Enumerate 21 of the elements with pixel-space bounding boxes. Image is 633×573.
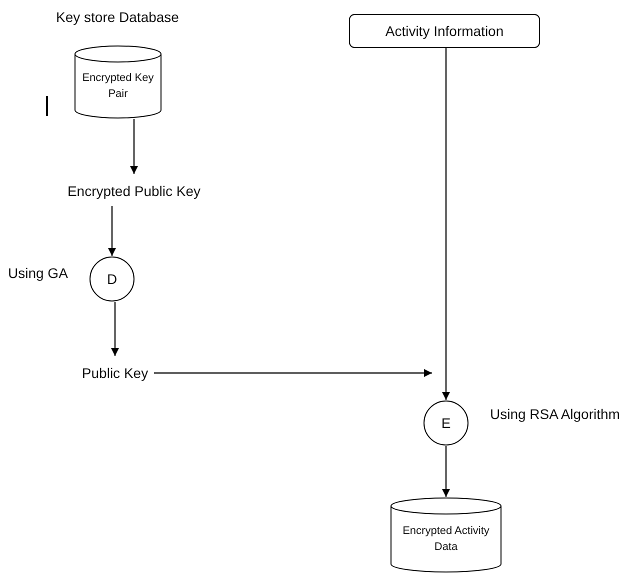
node-label: Encrypted Activity Data <box>402 524 490 555</box>
node-label: Encrypted Public Key <box>67 182 201 200</box>
database-cylinder <box>74 45 162 119</box>
node-label: Activity Information <box>385 22 504 40</box>
input-box <box>349 14 540 48</box>
arrow <box>442 446 450 497</box>
node-letter: D <box>106 270 118 288</box>
arrow <box>442 48 450 400</box>
process-circle <box>423 400 469 446</box>
process-circle <box>89 256 135 302</box>
node-label: Public Key <box>82 364 148 382</box>
side-note: Using RSA Algorithm <box>490 406 620 422</box>
arrow <box>111 302 119 356</box>
database-cylinder <box>390 497 502 573</box>
arrow <box>108 206 116 256</box>
node-label: Encrypted Key Pair <box>81 70 155 102</box>
arrow <box>130 119 138 174</box>
side-note: Using GA <box>8 265 68 281</box>
arrow <box>154 369 432 377</box>
database-heading: Key store Database <box>56 9 179 25</box>
node-letter: E <box>441 414 451 432</box>
